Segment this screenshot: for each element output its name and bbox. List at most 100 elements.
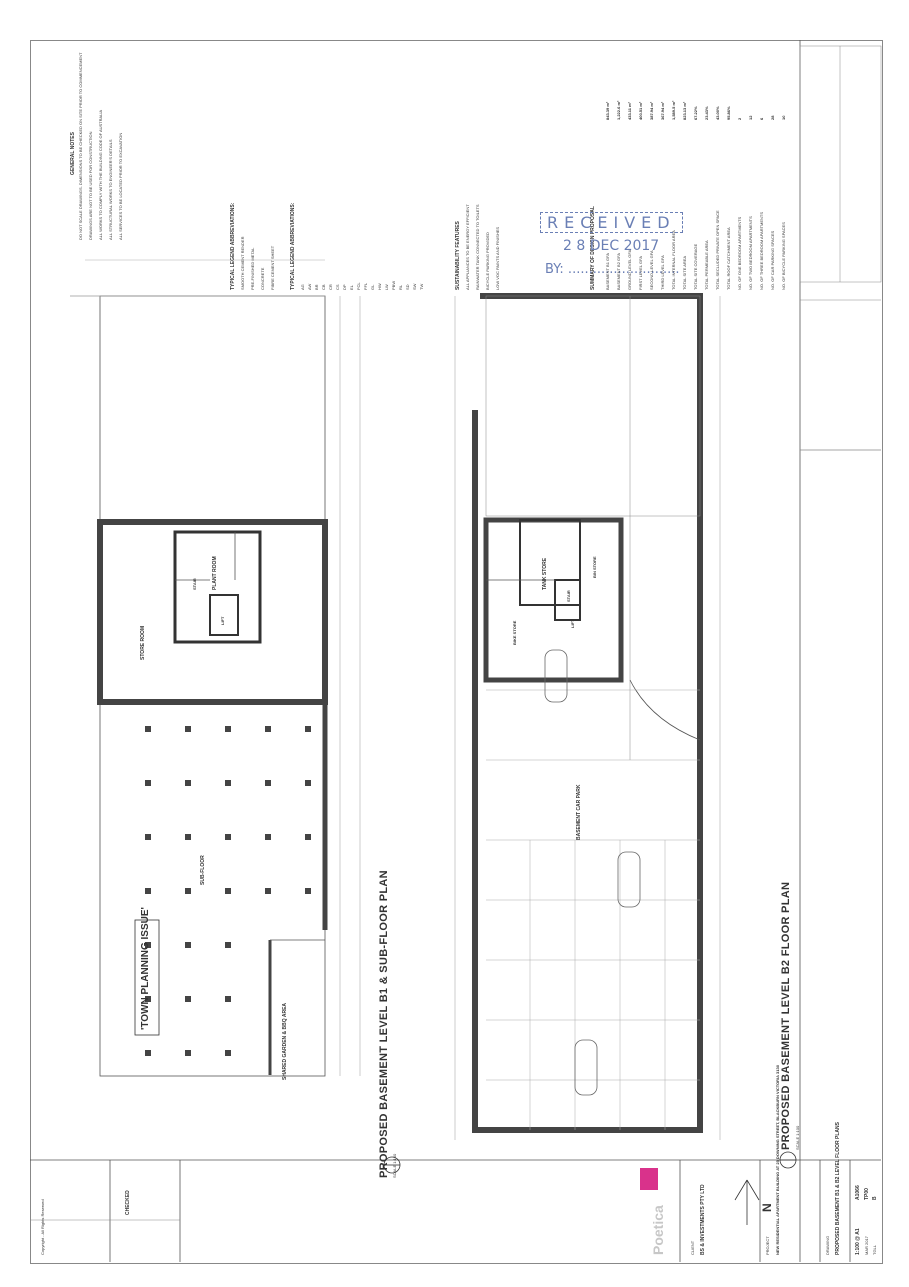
summary-row-label: NO. OF THREE BEDROOM APARTMENTS xyxy=(759,211,764,290)
legend-code: SD xyxy=(405,284,410,290)
room-label-car-park: BASEMENT CAR PARK xyxy=(576,784,582,840)
legend-code: PBW xyxy=(391,280,396,290)
summary-row-value: 1,589.5 m² xyxy=(671,100,676,120)
received-stamp: RECEIVED xyxy=(540,212,683,233)
summary-row-label: SECOND LEVEL GFA xyxy=(649,250,654,290)
sustainability-item-1: ALL APPLIANCES TO BE ENERGY EFFICIENT xyxy=(465,204,470,290)
summary-row-value: 28 xyxy=(770,115,775,120)
legend-code: EL xyxy=(349,285,354,290)
summary-row-label: THIRD LEVEL GFA xyxy=(660,255,665,290)
summary-row-value: 67.22% xyxy=(693,106,698,120)
room-label-store: STORE ROOM xyxy=(140,625,146,660)
b1-plan-scale: SCALE 1:100 xyxy=(392,1153,397,1178)
sheet-number: TP00 xyxy=(864,1188,870,1200)
room-label-bike-store: BIKE STORE xyxy=(512,620,517,645)
legend-item-4: FIBRE CEMENT SHEET xyxy=(270,245,275,290)
drawn-by: TGLL xyxy=(872,1244,877,1255)
summary-row-label: NO. OF ONE BEDROOM APARTMENTS xyxy=(737,216,742,290)
summary-row-label: NO. OF BICYCLE PARKING SPACES xyxy=(781,222,786,290)
summary-row-label: TOTAL PERMEABLE AREA xyxy=(704,240,709,290)
summary-row-label: TOTAL SECLUDED PRIVATE OPEN SPACE xyxy=(715,210,720,290)
summary-row-value: 6 xyxy=(759,117,764,120)
drawing-label: DRAWING xyxy=(825,1235,830,1255)
b2-plan-title: PROPOSED BASEMENT LEVEL B2 FLOOR PLAN xyxy=(780,881,792,1150)
summary-row-label: TOTAL ROOF CATCHMENT AREA xyxy=(726,227,731,290)
legend-code: GL xyxy=(370,284,375,290)
summary-row-value: 23.43% xyxy=(704,106,709,120)
typical-legend-heading: TYPICAL LEGEND ABBREVIATIONS: xyxy=(290,202,296,290)
b1-plan-title: PROPOSED BASEMENT LEVEL B1 & SUB-FLOOR P… xyxy=(378,870,390,1178)
legend-code: FCL xyxy=(356,282,361,290)
drawing-name: PROPOSED BASEMENT B1 & B2 LEVEL FLOOR PL… xyxy=(835,1122,841,1255)
brand-logo-mark xyxy=(640,1168,658,1190)
sustainability-heading: SUSTAINABILITY FEATURES xyxy=(455,221,461,290)
summary-row-label: TOTAL INTERNAL FLOOR AREA xyxy=(671,230,676,290)
general-note-2: DRAWINGS ARE NOT TO BE USED FOR CONSTRUC… xyxy=(88,131,93,240)
store-room-walls xyxy=(97,519,328,705)
legend-item-1: SMOOTH CEMENT RENDER xyxy=(240,236,245,290)
room-label-bin-store: BIN STORE xyxy=(592,556,597,578)
summary-row-label: TOTAL SITE AREA xyxy=(682,255,687,290)
town-planning-issue: 'TOWN PLANNING ISSUE' xyxy=(140,907,151,1030)
room-label-garden: SHARED GARDEN & BBQ AREA xyxy=(282,1002,288,1080)
legend-code: AW xyxy=(307,283,312,290)
summary-row-value: 387.94 m² xyxy=(649,101,654,120)
summary-row-label: NO. OF TWO BEDROOM APARTMENTS xyxy=(748,216,753,290)
room-label-lift-b2: LIFT xyxy=(570,619,575,628)
legend-code: BR xyxy=(314,284,319,290)
revision: B xyxy=(872,1196,878,1200)
checked-label: CHECKED xyxy=(125,1190,131,1215)
sustainability-item-2: RAINWATER TANK CONNECTED TO TOILETS xyxy=(475,204,480,290)
north-label: N xyxy=(760,1203,774,1212)
summary-row-value: 843.39 m² xyxy=(605,101,610,120)
drawing-sheet xyxy=(30,40,883,1264)
legend-item-2: PRE-FINISHED METAL xyxy=(250,247,255,290)
legend-code: FFL xyxy=(363,282,368,290)
summary-row-label: FIRST LEVEL GFA xyxy=(638,255,643,290)
room-label-lift-b1: LIFT xyxy=(220,616,225,625)
client-label: CLIENT xyxy=(690,1240,695,1255)
summary-row-label: GROUND LEVEL GFA xyxy=(627,249,632,290)
project-name: NEW RESIDENTIAL APARTMENT BUILDING AT 25… xyxy=(775,1065,780,1255)
room-label-tank-store: TANK STORE xyxy=(542,557,548,590)
summary-row-value: 400.51 m² xyxy=(638,101,643,120)
summary-row-value: 433.11 m² xyxy=(627,101,632,120)
sustainability-item-3: BICYCLE PARKING PROVIDED xyxy=(485,232,490,290)
brand-name: Poetica xyxy=(650,1205,666,1255)
summary-row-value: 1,222.6 m² xyxy=(616,100,621,120)
summary-row-value: 2 xyxy=(737,117,742,120)
summary-row-value: 10 xyxy=(781,115,786,120)
legend-code: CB xyxy=(321,284,326,290)
room-label-stair-b2: STAIR xyxy=(566,590,571,602)
general-notes-heading: GENERAL NOTES xyxy=(70,132,76,175)
copyright: Copyright - All Rights Reserved xyxy=(40,1199,45,1255)
general-note-1: DO NOT SCALE DRAWINGS. DIMENSIONS TO BE … xyxy=(78,52,83,240)
summary-row-value: 95.86% xyxy=(726,106,731,120)
legend-code: AG xyxy=(300,284,305,290)
legend-code: DP xyxy=(342,284,347,290)
received-date: 2 8 DEC 2017 xyxy=(563,238,660,254)
received-by: BY: ........................... xyxy=(545,262,680,277)
legend-code: HW xyxy=(377,283,382,290)
general-note-4: ALL STRUCTURAL WORKS TO ENGINEER'S DETAI… xyxy=(108,139,113,241)
legend-code: TW xyxy=(419,283,424,290)
drawing-date: MAR 2017 xyxy=(864,1236,869,1255)
drawing-scale: 1:100 @ A1 xyxy=(855,1228,861,1255)
summary-row-value: 367.94 m² xyxy=(660,101,665,120)
legend-heading: TYPICAL LEGEND ABBREVIATIONS: xyxy=(230,202,236,290)
summary-row-label: TOTAL SITE COVERAGE xyxy=(693,243,698,290)
general-note-3: ALL WORKS TO COMPLY WITH THE BUILDING CO… xyxy=(98,109,103,240)
summary-row-value: 12 xyxy=(748,115,753,120)
legend-code: RL xyxy=(398,284,403,290)
job-number: A1066 xyxy=(855,1185,861,1200)
summary-row-value: 823.13 m² xyxy=(682,101,687,120)
legend-code: CR xyxy=(328,284,333,290)
summary-row-label: BASEMENT B1 GFA xyxy=(605,252,610,290)
legend-item-3: CONCRETE xyxy=(260,267,265,290)
room-label-stair-b1: STAIR xyxy=(192,578,197,590)
project-label: PROJECT xyxy=(765,1236,770,1255)
summary-row-label: NO. OF CAR PARKING SPACES xyxy=(770,230,775,290)
room-label-plant: PLANT ROOM xyxy=(212,556,218,590)
room-label-subfloor: SUB-FLOOR xyxy=(200,855,206,885)
